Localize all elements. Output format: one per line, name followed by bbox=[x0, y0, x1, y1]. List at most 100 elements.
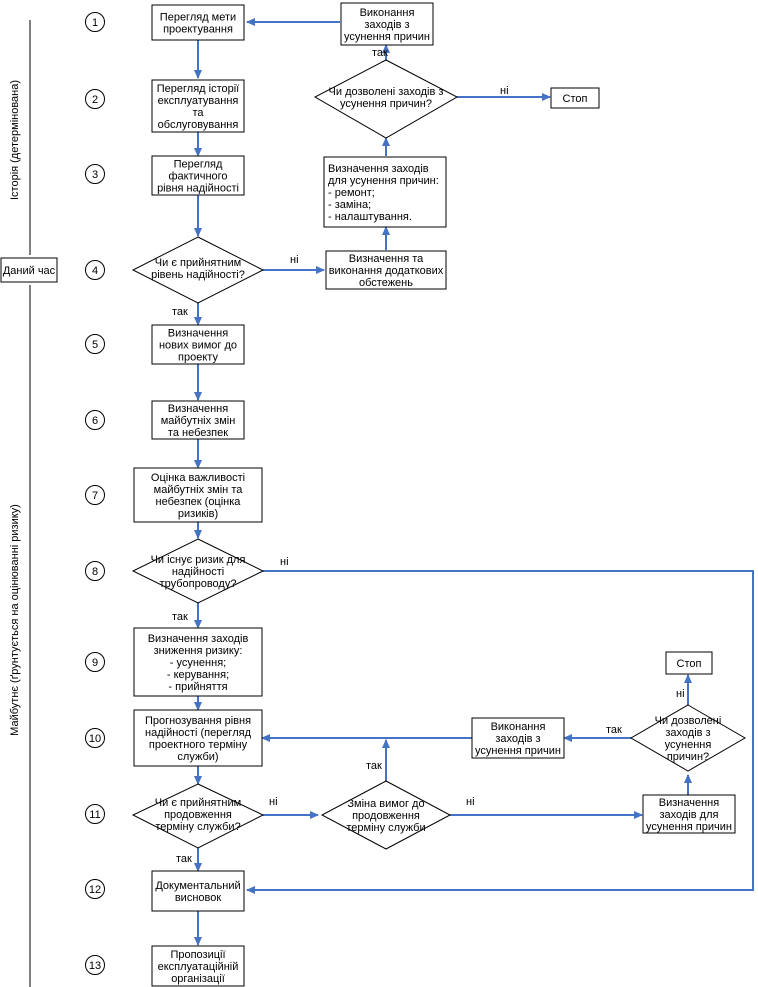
step-circle bbox=[85, 804, 105, 824]
node-text-line: майбутніх змін та bbox=[154, 484, 244, 496]
edge-label-yes: так bbox=[172, 306, 188, 318]
step-number: 3 bbox=[92, 169, 98, 181]
node-text-line: трубопроводу? bbox=[160, 578, 237, 590]
node-text-line: та небезпек bbox=[168, 427, 228, 439]
node-future-changes bbox=[151, 400, 245, 440]
node-text-line: служби) bbox=[177, 751, 218, 763]
node-text-line: - налаштування. bbox=[328, 211, 412, 223]
node-text-line: заходів з bbox=[495, 733, 540, 745]
node-text-line: усунення причин bbox=[344, 31, 430, 43]
node-text-line: проектного терміну bbox=[149, 739, 248, 751]
step-number: 11 bbox=[89, 809, 100, 821]
node-review-history bbox=[151, 79, 245, 133]
node-text-line: причин? bbox=[667, 751, 709, 763]
node-text-line: Пропозиції bbox=[170, 949, 225, 961]
edge-label-no: ні bbox=[280, 556, 289, 568]
node-text-line: нових вимог до bbox=[159, 340, 237, 352]
node-stop-top-text: Стоп bbox=[563, 93, 588, 105]
node-text-line: організації bbox=[171, 973, 225, 985]
step-number: 10 bbox=[89, 733, 101, 745]
node-text-line: надійності (перегляд bbox=[145, 727, 252, 739]
node-define-measures-top bbox=[323, 156, 447, 228]
edge-label-no: ні bbox=[269, 796, 278, 808]
node-text-line: Документальний bbox=[155, 880, 240, 892]
step-circle bbox=[85, 652, 105, 672]
node-text-line: Перегляд мети bbox=[160, 12, 236, 24]
node-text-line: Стоп bbox=[563, 93, 588, 105]
node-text-line: експлуатування bbox=[158, 95, 239, 107]
node-text-line: майбутніх змін bbox=[161, 415, 236, 427]
node-text-line: терміну служби? bbox=[155, 821, 240, 833]
node-review-goal bbox=[151, 4, 245, 41]
node-text-line: ризиків) bbox=[178, 508, 218, 520]
node-text-line: Виконання bbox=[360, 7, 415, 19]
node-text-line: - заміна; bbox=[328, 199, 371, 211]
node-exec-measures-bottom bbox=[471, 717, 565, 759]
step-circle bbox=[85, 955, 105, 975]
node-text-line: Визначення bbox=[168, 328, 228, 340]
node-text-line: Визначення bbox=[168, 403, 228, 415]
decision-change-requirements bbox=[320, 780, 452, 850]
node-text-line: Стоп bbox=[677, 658, 702, 670]
step-number: 2 bbox=[92, 94, 98, 106]
step-circle bbox=[85, 485, 105, 505]
node-text-line: - ремонт; bbox=[328, 187, 375, 199]
decision-risk-exists bbox=[131, 538, 265, 604]
node-text-line: Чи дозволені bbox=[655, 715, 722, 727]
node-text-line: Прогнозування рівня bbox=[145, 715, 251, 727]
decision-measures-allowed-top bbox=[313, 59, 459, 139]
node-risk-assessment bbox=[133, 467, 263, 523]
node-text-line: терміну служби bbox=[346, 822, 425, 834]
node-text-line: заходів з bbox=[665, 727, 710, 739]
node-text-line: Визначення заходів bbox=[328, 163, 429, 175]
edge-label-yes: так bbox=[172, 611, 188, 623]
node-documented-conclusion bbox=[151, 870, 245, 912]
history-label: Історія (детермінована) bbox=[9, 80, 21, 200]
step-number: 9 bbox=[92, 657, 98, 669]
node-proposals bbox=[151, 945, 245, 987]
node-text-line: небезпек (оцінка bbox=[156, 496, 242, 508]
node-text-line: усунення причин bbox=[646, 821, 732, 833]
node-text-line: Перегляд bbox=[174, 159, 223, 171]
node-text-line: заходів для bbox=[660, 809, 719, 821]
edge-label-yes: так bbox=[372, 47, 388, 59]
step-circle bbox=[85, 561, 105, 581]
node-text-line: Виконання bbox=[491, 721, 546, 733]
edge-label-no: ні bbox=[466, 796, 475, 808]
edge-label-no: ні bbox=[676, 688, 685, 700]
edge-labels: так ні ні так ні так ні так так ні ні та… bbox=[172, 47, 685, 865]
node-text-line: Визначення та bbox=[349, 253, 424, 265]
node-text-line: Чи є прийнятним bbox=[155, 797, 241, 809]
step-number: 8 bbox=[92, 566, 98, 578]
step-number: 13 bbox=[89, 960, 101, 972]
node-stop-bottom bbox=[665, 651, 713, 675]
node-text-line: Визначення bbox=[659, 797, 719, 809]
timeline-axis: Даний час Історія (детермінована) Майбут… bbox=[0, 20, 58, 987]
decision-measures-allowed-bottom bbox=[630, 704, 746, 772]
step-circle bbox=[85, 410, 105, 430]
step-circle bbox=[85, 879, 105, 899]
edge-label-yes: так bbox=[366, 760, 382, 772]
step-circle bbox=[85, 260, 105, 280]
node-text-line: продовження bbox=[164, 809, 232, 821]
node-text-line: Визначення заходів bbox=[148, 633, 249, 645]
node-text-line: надійності bbox=[172, 566, 224, 578]
node-text-line: Перегляд історії bbox=[157, 83, 239, 95]
